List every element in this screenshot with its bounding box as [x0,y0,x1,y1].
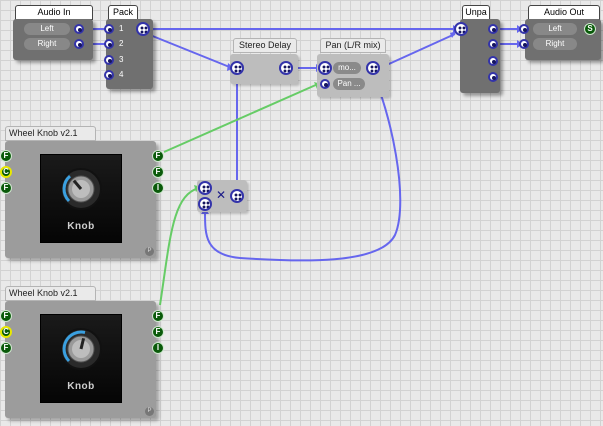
input-label-4: 4 [119,70,124,79]
knob-face[interactable]: Knob [40,314,122,403]
input-port-2[interactable] [104,39,114,49]
input-label-mono: mo... [333,62,361,74]
input-port-3[interactable] [104,55,114,65]
input-label-1: 1 [119,24,124,33]
output-port-4[interactable] [488,72,498,82]
settings-badge[interactable]: S [584,23,596,35]
input-port-left[interactable] [519,24,529,34]
input-label-pan: Pan ... [333,78,365,90]
wire-pan-to-unpack [379,33,456,69]
knob-label: Knob [67,221,95,232]
right-port-2[interactable]: F [152,326,164,338]
input-port-a[interactable] [198,181,212,195]
wire-knob1-to-pan [163,83,319,153]
output-label-left: Left [24,23,70,35]
module-title: Pack [108,5,138,20]
input-port-right[interactable] [519,39,529,49]
right-port-3[interactable]: I [152,342,164,354]
output-label-right: Right [24,38,70,50]
module-title: Pan (L/R mix) [320,38,386,53]
module-title: Audio Out [528,5,600,20]
right-port-1[interactable]: F [152,310,164,322]
module-body [317,54,389,97]
multiply-icon: ✕ [216,188,227,202]
knob-face[interactable]: Knob [40,154,122,243]
output-port-pack[interactable] [136,22,150,36]
input-port-1[interactable] [104,24,114,34]
knob-value-arc [62,330,86,363]
input-port-mono[interactable] [318,61,332,75]
input-label-3: 3 [119,55,124,64]
left-port-1[interactable]: F [0,150,12,162]
output-port-3[interactable] [488,56,498,66]
input-port-4[interactable] [104,70,114,80]
module-title: Unpa [462,5,490,20]
preset-badge[interactable]: P [145,407,154,416]
output-port-mult[interactable] [230,189,244,203]
right-port-3[interactable]: I [152,182,164,194]
output-port-1[interactable] [488,24,498,34]
wire-pack-to-delay [149,34,233,69]
output-port-pan[interactable] [366,61,380,75]
knob-dial-icon[interactable] [41,317,121,379]
left-port-1[interactable]: F [0,310,12,322]
knob-pointer [79,337,86,350]
output-port-delay[interactable] [279,61,293,75]
left-port-2[interactable]: C [0,326,12,338]
left-port-3[interactable]: F [0,182,12,194]
input-label-left: Left [533,23,577,35]
input-port-b[interactable] [198,197,212,211]
module-title: Wheel Knob v2.1 [5,286,96,301]
output-port-2[interactable] [488,39,498,49]
preset-badge[interactable]: P [145,247,154,256]
input-label-2: 2 [119,39,124,48]
knob-pointer [72,179,83,190]
wire-pan-loop [204,71,402,262]
knob-value-arc [62,174,72,203]
input-label-right: Right [533,38,577,50]
module-title: Stereo Delay [233,38,297,53]
input-port-delay[interactable] [230,61,244,75]
wire-knob2-to-mult [159,187,200,306]
output-port-left[interactable] [74,24,84,34]
knob-label: Knob [67,381,95,392]
module-title: Wheel Knob v2.1 [5,126,96,141]
right-port-2[interactable]: F [152,166,164,178]
input-port-pan[interactable] [320,79,330,89]
module-title: Audio In [15,5,93,20]
output-port-right[interactable] [74,39,84,49]
right-port-1[interactable]: F [152,150,164,162]
input-port-unpack[interactable] [454,22,468,36]
left-port-3[interactable]: F [0,342,12,354]
knob-dial-icon[interactable] [41,157,121,219]
left-port-2[interactable]: C [0,166,12,178]
